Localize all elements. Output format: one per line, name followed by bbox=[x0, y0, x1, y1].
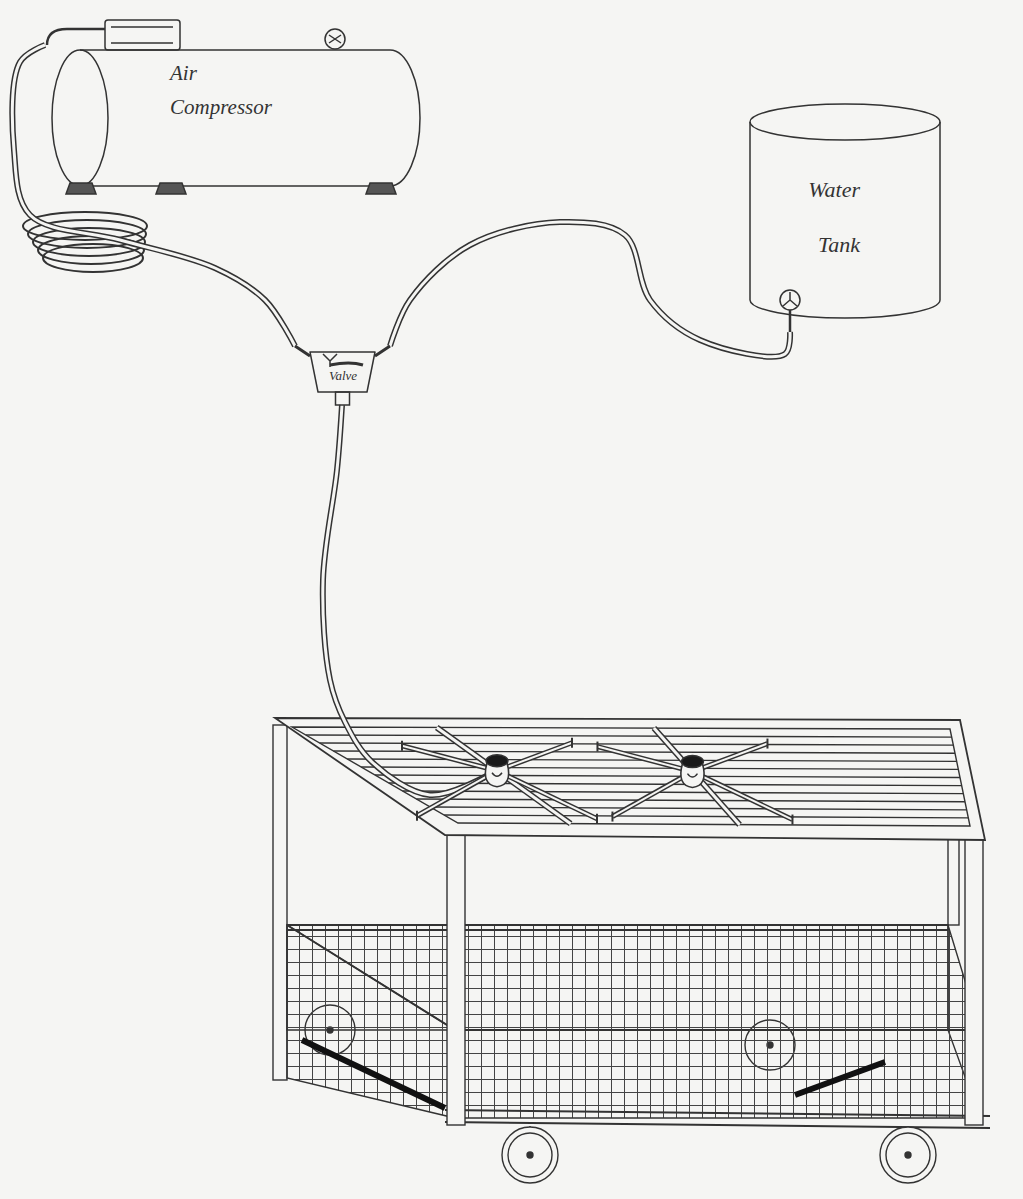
node-label: Air Compressor bbox=[170, 57, 295, 124]
nozzle bbox=[401, 741, 403, 751]
nozzle bbox=[571, 738, 573, 748]
nozzle bbox=[596, 814, 598, 824]
tank-foot bbox=[366, 183, 396, 194]
sketch-g bbox=[295, 346, 390, 405]
mount-rail bbox=[437, 727, 571, 823]
hose-connector bbox=[390, 222, 790, 357]
cart-leg bbox=[447, 835, 465, 1125]
node-label: Valve bbox=[315, 369, 371, 383]
valve-body bbox=[310, 352, 375, 392]
sprinkler-head bbox=[486, 755, 508, 767]
hose-coil bbox=[43, 244, 143, 272]
valve-outlet bbox=[336, 392, 350, 405]
top-slat bbox=[444, 815, 968, 818]
tank-foot bbox=[156, 183, 186, 194]
wire-mesh bbox=[287, 925, 455, 1118]
wire-mesh bbox=[455, 1030, 980, 1118]
cart-top-frame bbox=[275, 718, 985, 840]
water-tank: Water Tank bbox=[745, 100, 945, 332]
sprinkler-arm bbox=[692, 772, 792, 820]
hose bbox=[390, 222, 790, 357]
top-slat bbox=[417, 799, 966, 802]
sprinkler-arm bbox=[597, 747, 692, 772]
cart-leg bbox=[273, 725, 287, 1080]
sprinkler-detail bbox=[492, 773, 502, 777]
node-label: Water Tank bbox=[780, 162, 860, 272]
tank-side bbox=[750, 122, 940, 300]
nozzle bbox=[766, 739, 768, 749]
motor bbox=[105, 20, 180, 50]
wheel-hub bbox=[905, 1152, 911, 1158]
sprinkler-arm bbox=[497, 771, 597, 819]
sprinkler-arm bbox=[402, 746, 497, 771]
sprinkler-detail bbox=[687, 774, 697, 778]
hose bbox=[12, 45, 295, 346]
hose-inner bbox=[12, 45, 295, 346]
cart-rail bbox=[445, 1110, 990, 1128]
valve-lever bbox=[330, 363, 363, 365]
wheel bbox=[880, 1127, 936, 1183]
water-tank-outline bbox=[745, 100, 945, 332]
hose-inner bbox=[390, 222, 790, 357]
air-compressor: Air Compressor bbox=[45, 15, 425, 195]
wheel-rim bbox=[886, 1133, 930, 1177]
sketch-g bbox=[47, 20, 420, 194]
nozzle bbox=[596, 742, 598, 752]
wheel-rim bbox=[508, 1133, 552, 1177]
nozzle bbox=[416, 811, 418, 821]
sprinkler-arm bbox=[692, 772, 792, 820]
valve-inlet bbox=[295, 346, 390, 356]
top-slat bbox=[306, 735, 952, 737]
hose-connector bbox=[12, 45, 295, 346]
tank-foot bbox=[66, 183, 96, 194]
nozzle bbox=[611, 812, 613, 822]
mount-rail bbox=[437, 727, 571, 823]
hose bbox=[323, 405, 489, 795]
tank-body bbox=[80, 50, 420, 186]
wheel bbox=[502, 1127, 558, 1183]
tank-end bbox=[52, 50, 108, 186]
sprinkler-arm bbox=[597, 747, 692, 772]
tank-bottom bbox=[750, 300, 940, 318]
top-slat bbox=[375, 775, 960, 778]
sprinkler-arm bbox=[402, 746, 497, 771]
axle-bar bbox=[302, 1040, 885, 1108]
mount-rail bbox=[654, 728, 740, 825]
sprinkler-head bbox=[681, 756, 703, 768]
sprinkler-arm bbox=[497, 771, 597, 819]
outlet-pipe bbox=[47, 29, 105, 45]
wheel-hub bbox=[527, 1152, 533, 1158]
top-slat bbox=[320, 743, 954, 745]
valve: Valve bbox=[295, 340, 390, 405]
top-slat bbox=[430, 807, 966, 810]
sketch-g bbox=[750, 104, 940, 332]
outlet-pipe bbox=[789, 308, 792, 332]
sketch-g bbox=[23, 212, 990, 1183]
nozzle bbox=[791, 815, 793, 825]
cart-rail bbox=[287, 925, 980, 1030]
mount-rail bbox=[654, 728, 740, 825]
cart-leg bbox=[965, 838, 983, 1125]
tap-spokes bbox=[783, 292, 797, 306]
hose bbox=[323, 405, 489, 795]
top-slat bbox=[361, 767, 958, 769]
gauge bbox=[325, 29, 345, 49]
gauge-detail bbox=[329, 35, 341, 43]
tank-top bbox=[750, 104, 940, 140]
motor-line bbox=[111, 27, 173, 43]
top-slat bbox=[403, 791, 964, 794]
tap-fitting bbox=[780, 290, 800, 310]
